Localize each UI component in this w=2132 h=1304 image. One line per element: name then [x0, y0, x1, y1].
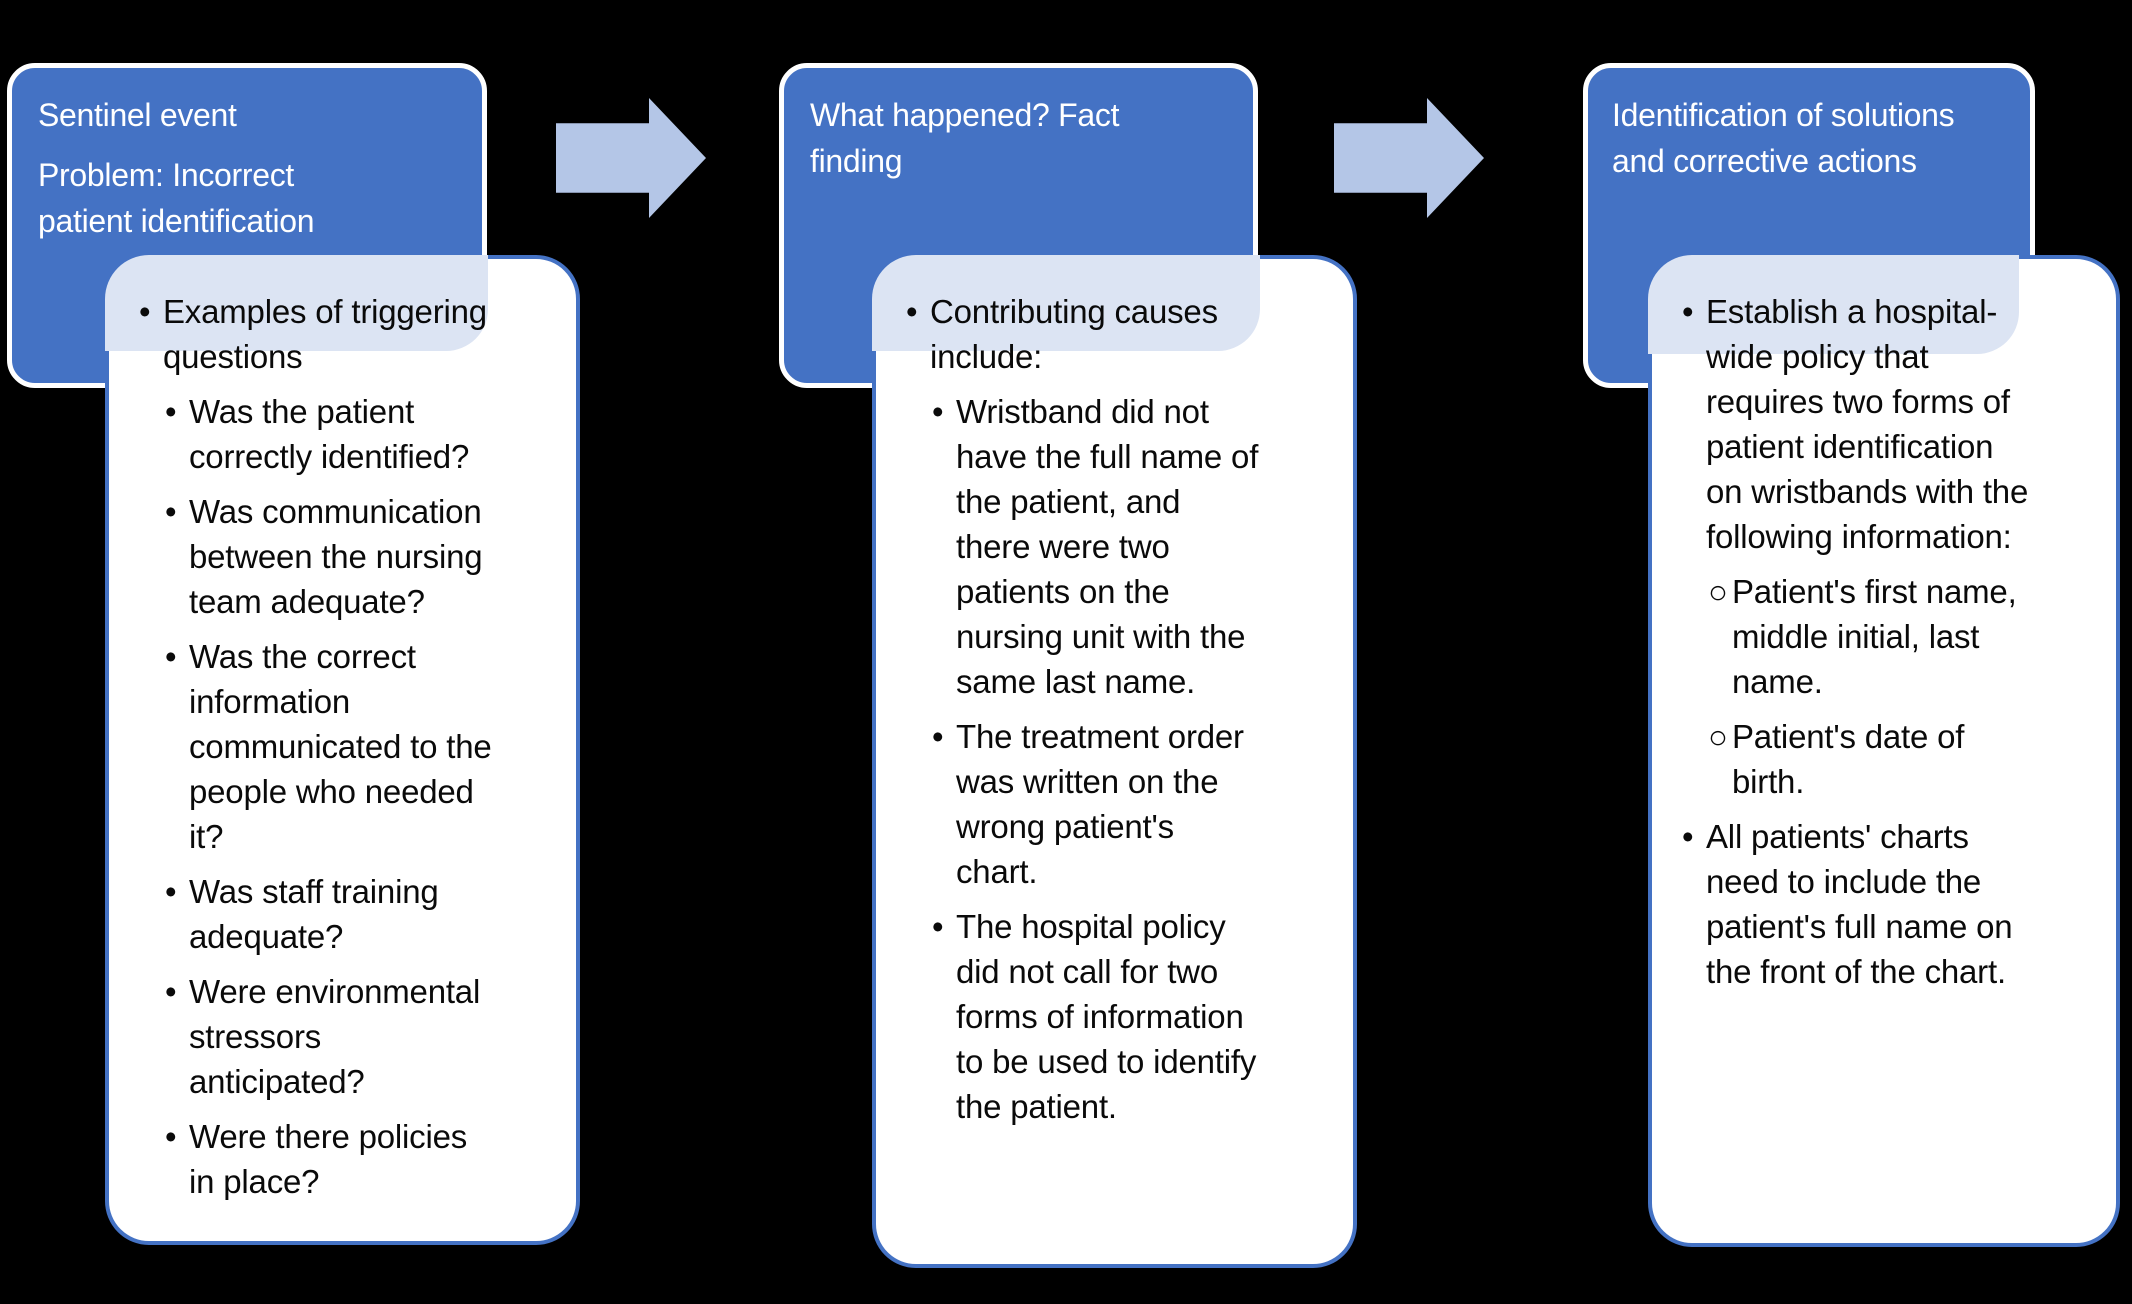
disc-bullet-icon: • [165, 873, 177, 910]
disc-bullet-icon: • [906, 293, 918, 330]
body-panel: • Examples of triggering questions • Was th… [105, 255, 580, 1245]
header-paragraph: Sentinel event [38, 97, 237, 133]
disc-bullet-icon: • [165, 638, 177, 675]
bullet-item: • The hospital policy did not call for tw… [932, 904, 1343, 1129]
circle-bullet-icon: ○ [1708, 718, 1728, 755]
header-paragraph: Problem: Incorrect patient identificatio… [38, 157, 315, 239]
bullet-text: Was the patient correctly identified? [189, 393, 470, 475]
bullet-text: The hospital policy did not call for two… [956, 908, 1257, 1125]
bullet-text: Establish a hospital- wide policy that r… [1706, 293, 2029, 555]
disc-bullet-icon: • [1682, 293, 1694, 330]
bullet-item: • Was communication between the nursing t… [165, 489, 566, 624]
bullet-item: • Contributing causes include: [906, 289, 1343, 379]
header-tab-highlight [1648, 255, 2019, 354]
bullet-text: The treatment order was written on the w… [956, 718, 1244, 890]
bullet-item: • Were environmental stressors anticipate… [165, 969, 566, 1104]
circle-bullet-icon: ○ [1708, 573, 1728, 610]
bullet-text: All patients' charts need to include the… [1706, 818, 2013, 990]
bullet-item: • Establish a hospital- wide policy that … [1682, 289, 2106, 559]
body-panel: • Establish a hospital- wide policy that … [1648, 255, 2120, 1247]
bullet-list: • Contributing causes include: • Wristband … [876, 259, 1353, 1264]
disc-bullet-icon: • [932, 393, 944, 430]
bullet-item: ○Patient's date of birth. [1708, 714, 2106, 804]
disc-bullet-icon: • [932, 908, 944, 945]
arrow-right-icon [1334, 98, 1484, 218]
bullet-item: • Was the correct information communicate… [165, 634, 566, 859]
disc-bullet-icon: • [165, 1118, 177, 1155]
disc-bullet-icon: • [165, 393, 177, 430]
header-tab-highlight [872, 255, 1260, 351]
bullet-text: Were environmental stressors anticipated… [189, 973, 481, 1100]
bullet-item: • Examples of triggering questions [139, 289, 566, 379]
bullet-list: • Examples of triggering questions • Was th… [109, 259, 576, 1241]
bullet-text: Patient's first name, middle initial, la… [1732, 573, 2017, 700]
bullet-text: Was staff training adequate? [189, 873, 439, 955]
bullet-text: Wristband did not have the full name of … [956, 393, 1259, 700]
bullet-item: • Was the patient correctly identified? [165, 389, 566, 479]
body-panel: • Contributing causes include: • Wristband … [872, 255, 1357, 1268]
bullet-text: Examples of triggering questions [163, 293, 487, 375]
bullet-list: • Establish a hospital- wide policy that … [1652, 259, 2116, 1243]
header-paragraph: Identification of solutions and correcti… [1612, 97, 1955, 179]
bullet-item: • The treatment order was written on the … [932, 714, 1343, 894]
header-paragraph: What happened? Fact finding [810, 97, 1120, 179]
disc-bullet-icon: • [165, 493, 177, 530]
bullet-text: Contributing causes include: [930, 293, 1218, 375]
arrow-right-icon [556, 98, 706, 218]
bullet-text: Was the correct information communicated… [189, 638, 492, 855]
disc-bullet-icon: • [165, 973, 177, 1010]
bullet-item: • Were there policies in place? [165, 1114, 566, 1204]
bullet-text: Patient's date of birth. [1732, 718, 1965, 800]
header-tab-highlight [105, 255, 488, 351]
disc-bullet-icon: • [139, 293, 151, 330]
disc-bullet-icon: • [1682, 818, 1694, 855]
disc-bullet-icon: • [932, 718, 944, 755]
bullet-item: • Wristband did not have the full name of… [932, 389, 1343, 704]
bullet-item: • Was staff training adequate? [165, 869, 566, 959]
bullet-item: • All patients' charts need to include th… [1682, 814, 2106, 994]
bullet-item: ○Patient's first name, middle initial, l… [1708, 569, 2106, 704]
bullet-text: Were there policies in place? [189, 1118, 468, 1200]
bullet-text: Was communication between the nursing te… [189, 493, 483, 620]
